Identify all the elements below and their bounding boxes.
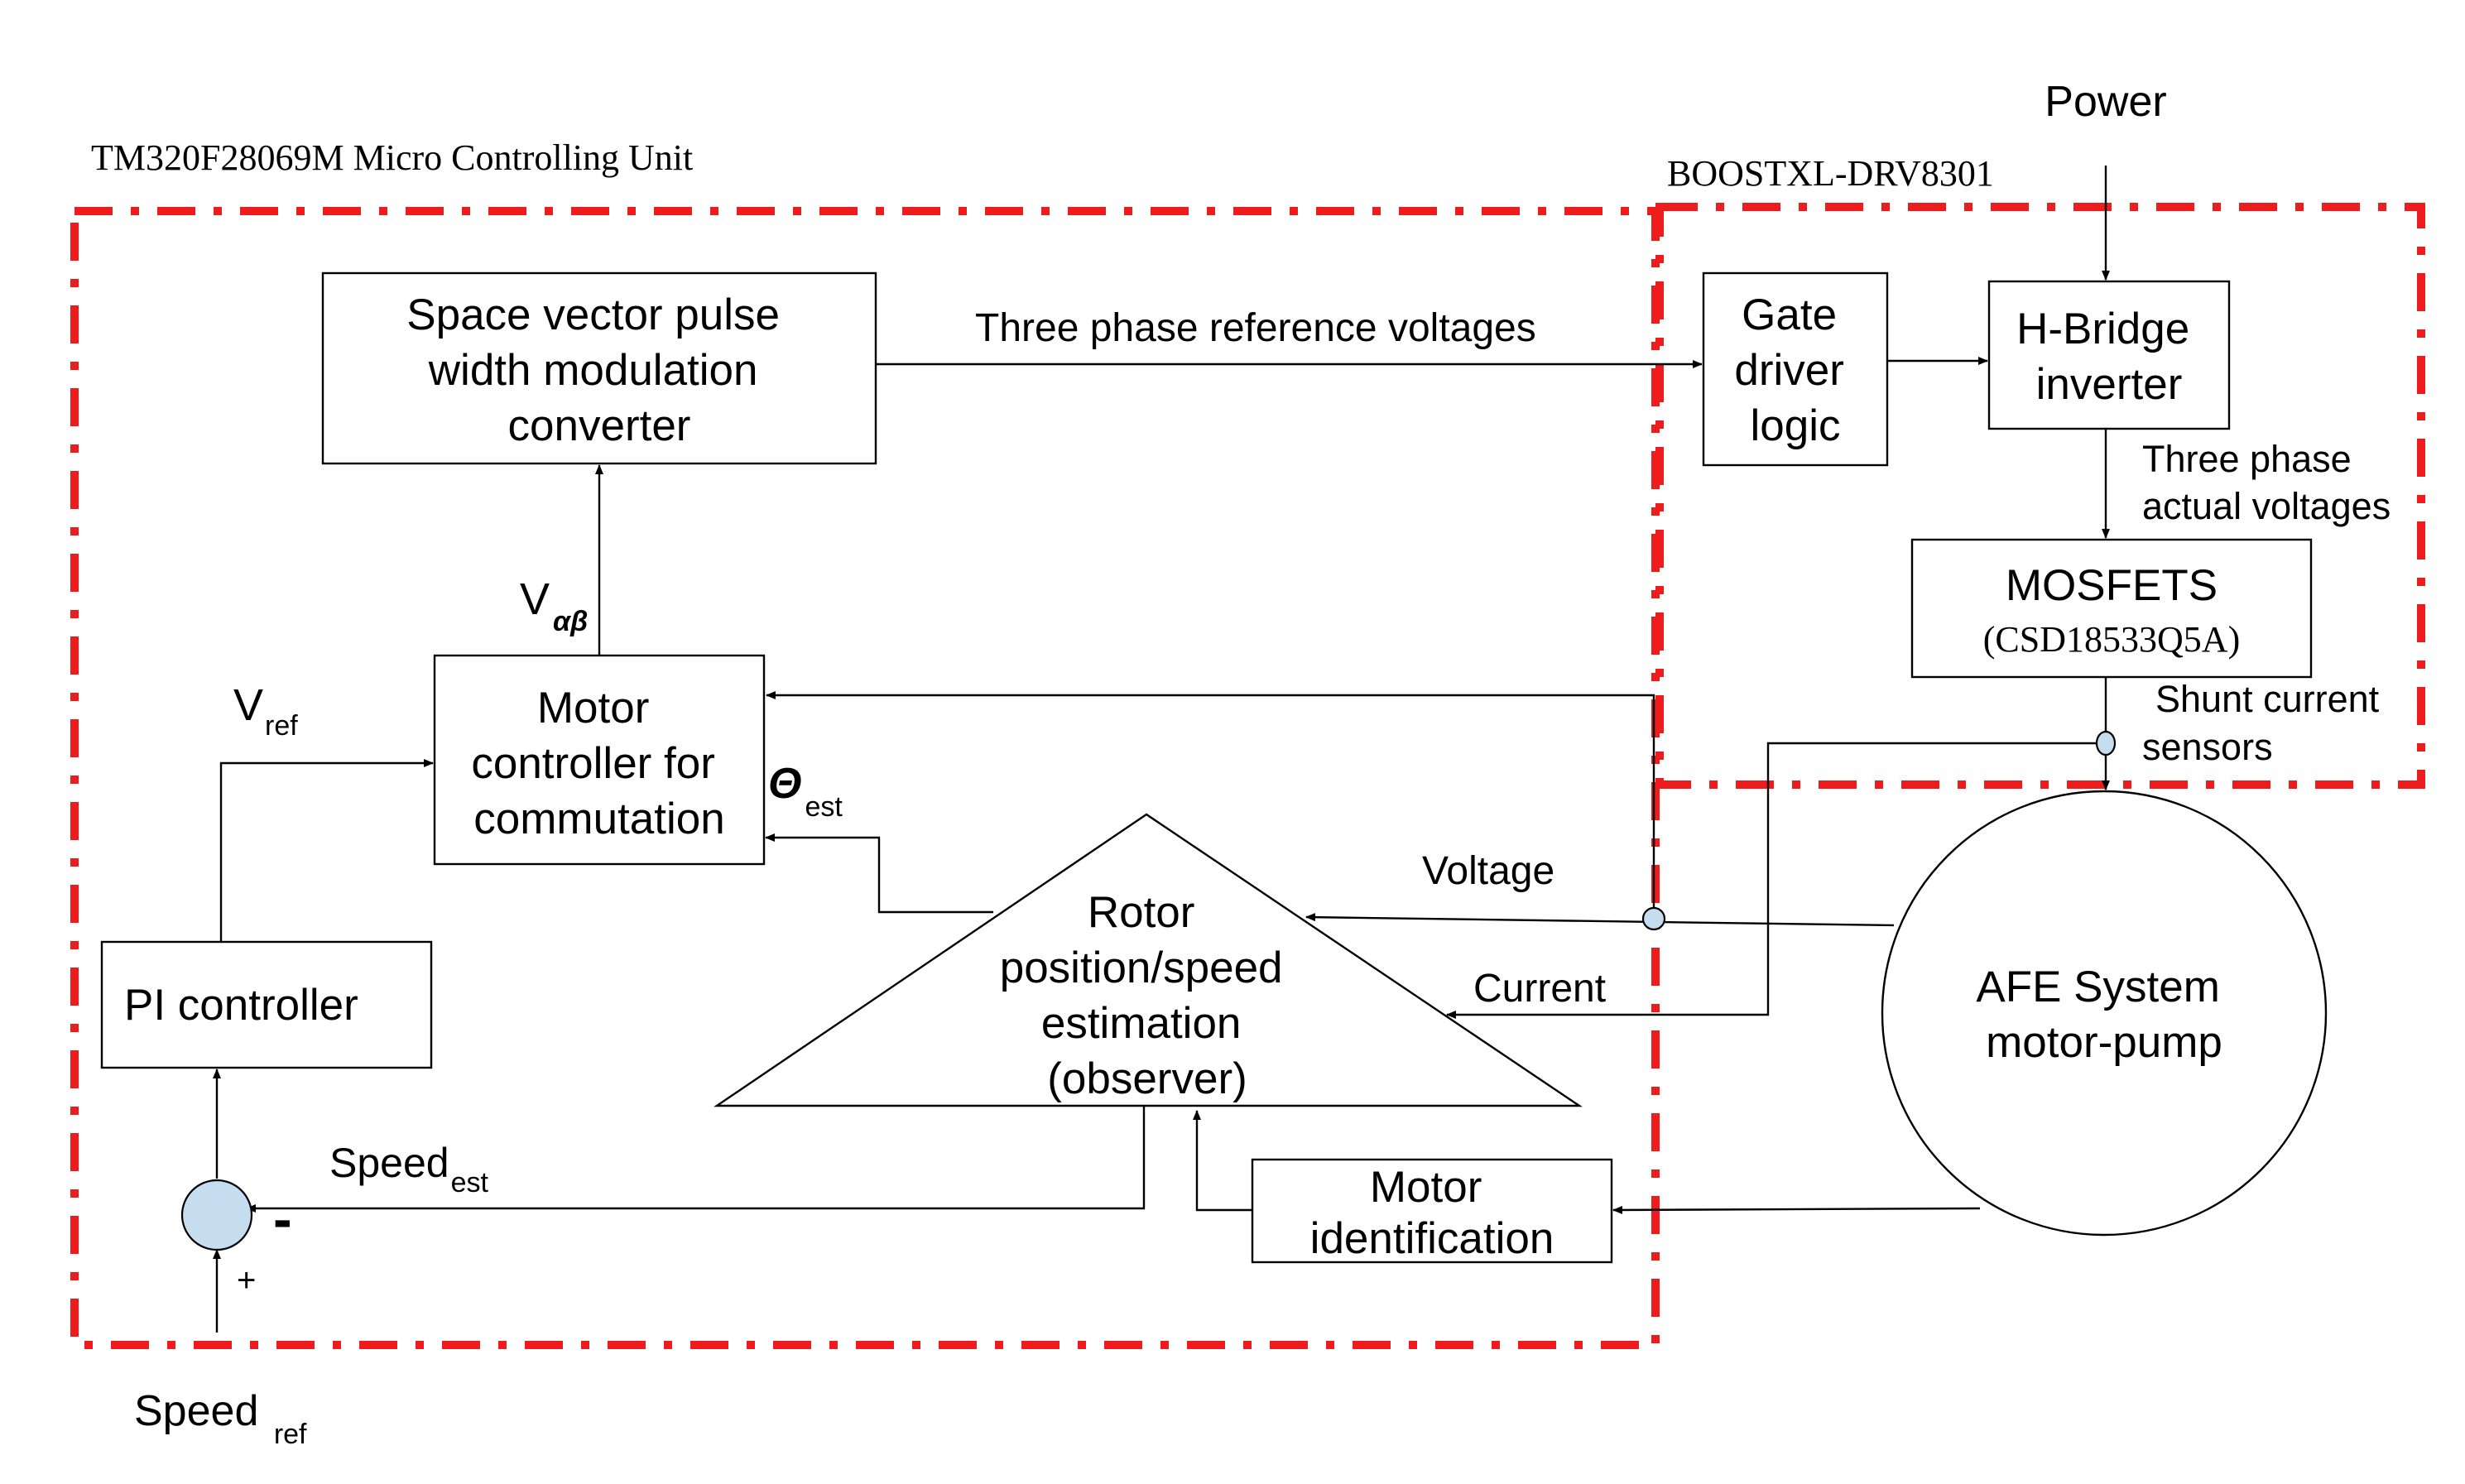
speed-est-wire (246, 1106, 1146, 1213)
voltage-sense-node (1641, 906, 1666, 931)
pi-to-motor-ctrl-wire (219, 759, 434, 942)
observer-line-4: (observer) (1047, 1054, 1247, 1103)
three-phase-ref-label: Three phase reference voltages (975, 306, 1536, 350)
svg-text:Motor controller for: Motor controller for commutation (471, 684, 727, 843)
observer-block: Rotor position/speed estimation (observe… (714, 813, 1583, 1107)
minus-sign: - (273, 1188, 292, 1251)
voltage-label: Voltage (1422, 849, 1554, 893)
motor-id-to-observer-wire (1193, 1110, 1252, 1212)
observer-line-1: Rotor (1088, 888, 1195, 937)
svg-text:H-Bridge inverter: H-Bridge inverter (2016, 305, 2202, 409)
svg-text:Three phase actual voltage: Three phase actual voltages (2142, 438, 2391, 527)
svg-text:AFE System motor-pump: AFE System motor-pump (1976, 963, 2232, 1067)
motor-ctrl-line-2: controller for (471, 739, 715, 788)
motor-id-line-1: Motor (1370, 1163, 1482, 1212)
mcu-region-title: TM320F28069M Micro Controlling Unit (91, 137, 693, 178)
motor-identification-block: Motor identification (1251, 1158, 1613, 1264)
three-phase-actual-line-2: actual voltages (2142, 485, 2391, 527)
motor-id-line-2: identification (1310, 1214, 1554, 1263)
motor-ctrl-line-3: commutation (473, 795, 724, 843)
svg-text:Rotor position/speed: Rotor position/speed estimation (observe… (1000, 888, 1295, 1103)
hbridge-line-2: inverter (2036, 360, 2183, 409)
svg-text:Gate driver logic: Gate driver logic (1734, 291, 1856, 450)
power-label: Power (2045, 78, 2166, 126)
gate-line-1: Gate (1742, 291, 1837, 339)
voltage-feedback-to-motor-ctrl-wire (766, 691, 1655, 919)
afe-line-2: motor-pump (1986, 1018, 2222, 1067)
gate-line-2: driver (1734, 346, 1844, 395)
gate-driver-block: Gate driver logic (1702, 271, 1889, 467)
plus-sign: + (237, 1262, 256, 1299)
current-sense-wire (1446, 742, 2096, 1019)
shunt-line-2: sensors (2142, 726, 2273, 768)
observer-theta-to-motor-ctrl-wire (765, 833, 993, 914)
pi-label: PI controller (124, 981, 358, 1030)
shunt-line-1: Shunt current (2155, 678, 2380, 720)
speed-ref-label: Speed ref (134, 1387, 307, 1450)
mosfets-part: (CSD18533Q5A) (1983, 619, 2240, 660)
svpwm-line-1: Space vector pulse (406, 291, 780, 339)
svg-text:Space vector pulse width: Space vector pulse width modulation conv… (406, 291, 792, 450)
shunt-sense-node (2095, 730, 2117, 756)
hbridge-block: H-Bridge inverter (1987, 280, 2231, 430)
svpwm-line-3: converter (508, 401, 691, 450)
speed-est-label: Speedest (329, 1140, 489, 1198)
boost-region-title: BOOSTXL-DRV8301 (1667, 153, 1994, 194)
current-label: Current (1473, 967, 1606, 1011)
motor-to-motor-id-wire (1612, 1205, 1981, 1214)
summing-junction (180, 1179, 253, 1251)
mosfets-label: MOSFETS (2006, 561, 2218, 610)
afe-motor-circle: AFE System motor-pump (1881, 790, 2328, 1237)
svpwm-block: Space vector pulse width modulation conv… (321, 271, 877, 465)
gate-line-3: logic (1750, 401, 1840, 450)
voltage-sense-wire (1305, 913, 1895, 927)
hbridge-line-1: H-Bridge (2016, 305, 2189, 353)
observer-line-2: position/speed (1000, 944, 1283, 992)
svpwm-line-2: width modulation (428, 346, 758, 395)
motor-ctrl-line-1: Motor (537, 684, 649, 732)
three-phase-actual-line-1: Three phase (2142, 438, 2352, 480)
svg-text:Shunt current sensors: Shunt current sensors (2142, 678, 2390, 768)
mcu-region-frame (70, 207, 1660, 1349)
svg-text:Motor identification: Motor identification (1310, 1163, 1554, 1263)
mosfets-block: MOSFETS (CSD18533Q5A) (1910, 538, 2313, 679)
afe-line-1: AFE System (1976, 963, 2220, 1011)
v-ref-label: Vref (233, 680, 298, 742)
motor-controller-block: Motor controller for commutation (433, 654, 766, 866)
pi-controller-block: PI controller (100, 940, 433, 1069)
boost-region-frame (1655, 203, 2425, 789)
observer-line-3: estimation (1041, 999, 1242, 1048)
